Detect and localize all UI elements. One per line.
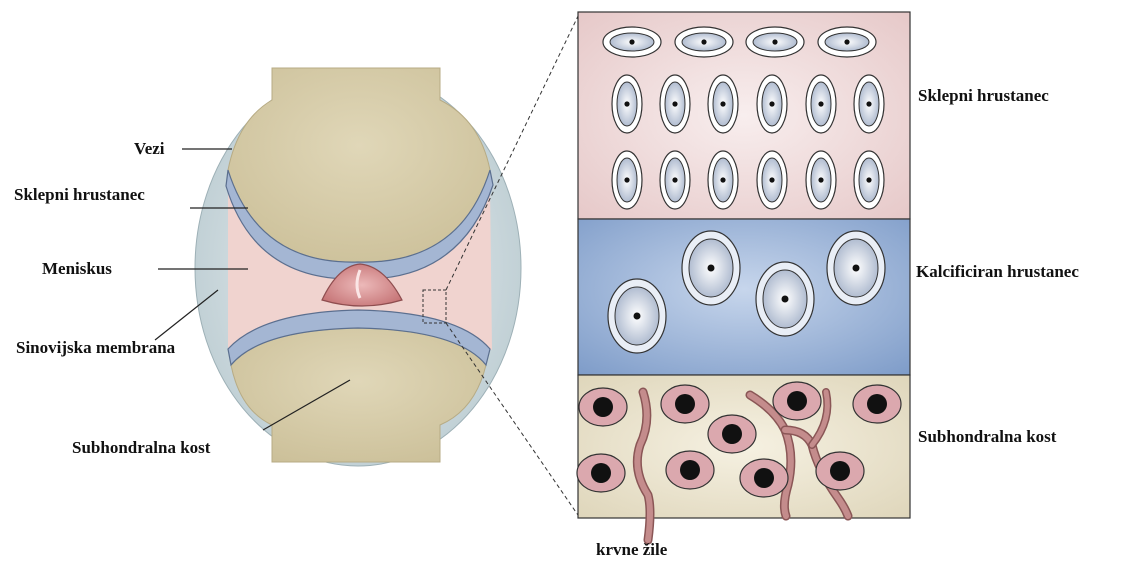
osteocyte-cell-icon [579, 388, 627, 426]
chondrocyte-cell-icon [612, 75, 642, 133]
osteocyte-cell-icon [816, 452, 864, 490]
joint-illustration [195, 68, 521, 466]
chondrocyte-cell-icon [708, 151, 738, 209]
chondrocyte-cell-icon [660, 151, 690, 209]
chondrocyte-cell-icon [603, 27, 661, 57]
label-sinovijska-membrana: Sinovijska membrana [16, 338, 175, 358]
chondrocyte-cell-icon [854, 75, 884, 133]
tissue-panel [577, 12, 910, 540]
osteocyte-cell-icon [740, 459, 788, 497]
osteocyte-cell-icon [661, 385, 709, 423]
chondrocyte-cell-icon [806, 151, 836, 209]
chondrocyte-cell-icon [818, 27, 876, 57]
chondrocyte-cell-icon [757, 151, 787, 209]
label-sklepni-hrustanec-right: Sklepni hrustanec [918, 86, 1049, 106]
chondrocyte-cell-icon [746, 27, 804, 57]
label-meniskus: Meniskus [42, 259, 112, 279]
osteocyte-cell-icon [708, 415, 756, 453]
label-sklepni-hrustanec-left: Sklepni hrustanec [14, 185, 145, 205]
label-krvne-zile: krvne žile [596, 540, 667, 560]
chondrocyte-cell-icon [827, 231, 885, 305]
chondrocyte-cell-icon [756, 262, 814, 336]
osteocyte-cell-icon [773, 382, 821, 420]
chondrocyte-cell-icon [806, 75, 836, 133]
label-kalcificiran-hrustanec: Kalcificiran hrustanec [916, 262, 1079, 282]
lower-bone [231, 328, 486, 462]
label-vezi: Vezi [134, 139, 165, 159]
osteocyte-cell-icon [577, 454, 625, 492]
label-subhondralna-kost-left: Subhondralna kost [72, 438, 210, 458]
chondrocyte-cell-icon [608, 279, 666, 353]
osteocyte-cell-icon [853, 385, 901, 423]
label-subhondralna-kost-right: Subhondralna kost [918, 427, 1056, 447]
chondrocyte-cell-icon [675, 27, 733, 57]
chondrocyte-cell-icon [757, 75, 787, 133]
chondrocyte-cell-icon [682, 231, 740, 305]
chondrocyte-cell-icon [854, 151, 884, 209]
osteocyte-cell-icon [666, 451, 714, 489]
chondrocyte-cell-icon [612, 151, 642, 209]
chondrocyte-cell-icon [660, 75, 690, 133]
chondrocyte-cell-icon [708, 75, 738, 133]
